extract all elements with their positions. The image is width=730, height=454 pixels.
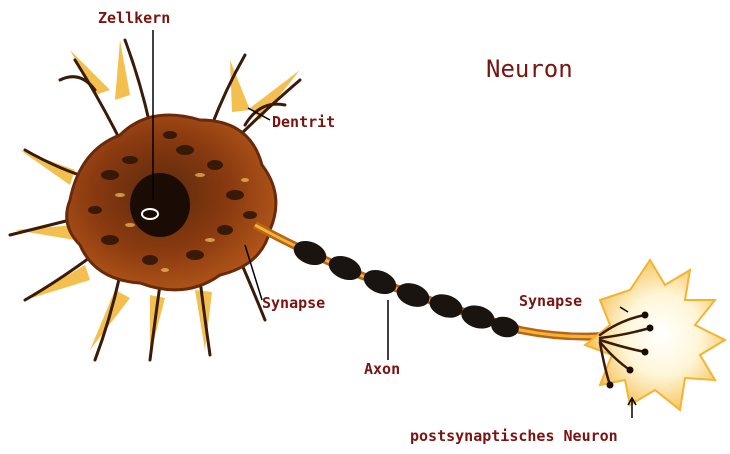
label-nucleus: Zellkern <box>98 9 170 27</box>
label-postsynaptic-neuron: postsynaptisches Neuron <box>410 427 618 445</box>
postsynaptic-cell <box>585 260 725 410</box>
myelin-sheath <box>290 236 521 340</box>
label-synapse-right: Synapse <box>519 292 582 310</box>
label-synapse-left: Synapse <box>262 294 325 312</box>
diagram-title: Neuron <box>486 55 573 83</box>
nucleus <box>130 173 190 237</box>
label-dendrite: Dentrit <box>272 113 335 131</box>
label-axon: Axon <box>364 360 400 378</box>
